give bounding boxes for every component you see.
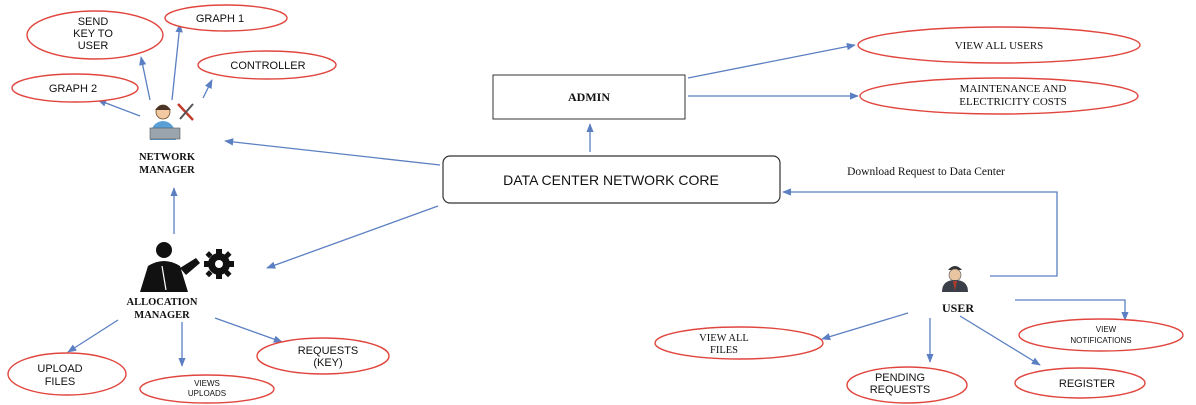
maintenance-label-line1: MAINTENANCE AND: [960, 83, 1067, 95]
view-notifications-line2: NOTIFICATIONS: [1070, 336, 1131, 345]
arrow-user-to-register: [959, 315, 1041, 366]
pending-line1: PENDING: [875, 372, 925, 384]
send-key-line1: SEND: [78, 16, 109, 28]
upload-files-node[interactable]: UPLOAD FILES: [7, 352, 127, 396]
view-notifications-line1: VIEW: [1096, 325, 1117, 334]
graph1-node[interactable]: GRAPH 1: [164, 4, 288, 32]
controller-node[interactable]: CONTROLLER: [197, 50, 337, 80]
send-key-node[interactable]: SEND KEY TO USER: [26, 10, 164, 60]
arrow-nm-to-graph2: [97, 99, 141, 117]
user-node[interactable]: USER: [942, 266, 974, 315]
requests-key-node[interactable]: REQUESTS (KEY): [256, 337, 390, 375]
user-label: USER: [942, 301, 974, 315]
view-all-files-node[interactable]: VIEW ALL FILES: [654, 326, 824, 360]
view-all-users-label: VIEW ALL USERS: [955, 40, 1044, 52]
graph2-label: GRAPH 2: [49, 83, 97, 95]
maintenance-costs-node[interactable]: MAINTENANCE AND ELECTRICITY COSTS: [859, 77, 1139, 115]
upload-files-line2: FILES: [45, 376, 76, 388]
arrow-am-to-upload: [67, 319, 119, 353]
arrow-core-to-network-manager: [224, 138, 441, 166]
core-label: DATA CENTER NETWORK CORE: [503, 172, 719, 188]
maintenance-label-line2: ELECTRICITY COSTS: [959, 96, 1066, 108]
requests-key-line1: REQUESTS: [298, 345, 359, 357]
allocation-manager-label-line1: ALLOCATION: [127, 297, 198, 308]
allocation-manager-label-line2: MANAGER: [134, 310, 190, 321]
view-all-users-node[interactable]: VIEW ALL USERS: [857, 26, 1141, 64]
view-all-files-line2: FILES: [710, 345, 738, 356]
views-uploads-node[interactable]: VIEWS UPLOADS: [139, 374, 275, 404]
graph1-label: GRAPH 1: [196, 13, 244, 25]
send-key-line3: USER: [78, 40, 109, 52]
network-engineer-icon: [146, 102, 196, 140]
user-person-icon: [942, 266, 968, 292]
arrow-admin-to-view-users: [687, 43, 856, 79]
register-label: REGISTER: [1059, 378, 1115, 390]
connectors: [67, 23, 1129, 367]
arrow-am-to-requests: [214, 317, 283, 343]
core-node[interactable]: DATA CENTER NETWORK CORE: [442, 155, 781, 204]
arrow-user-to-view-files: [821, 312, 909, 341]
arrow-nm-to-controller: [202, 79, 213, 99]
pending-line2: REQUESTS: [870, 384, 931, 396]
send-key-line2: KEY TO: [73, 28, 113, 40]
allocation-manager-node[interactable]: ALLOCATION MANAGER: [127, 242, 234, 321]
views-uploads-line1: VIEWS: [194, 379, 220, 388]
views-uploads-line2: UPLOADS: [188, 389, 226, 398]
view-all-files-line1: VIEW ALL: [699, 333, 749, 344]
admin-label: ADMIN: [568, 90, 610, 104]
businessman-gear-icon: [140, 242, 234, 292]
pending-requests-node[interactable]: PENDING REQUESTS: [846, 366, 968, 404]
register-node[interactable]: REGISTER: [1014, 367, 1146, 399]
download-request-label: Download Request to Data Center: [847, 166, 1005, 178]
view-notifications-node[interactable]: VIEW NOTIFICATIONS: [1018, 318, 1184, 352]
network-manager-label-line2: MANAGER: [139, 165, 195, 176]
arrow-nm-to-graph1: [171, 23, 183, 101]
requests-key-line2: (KEY): [313, 357, 342, 369]
upload-files-line1: UPLOAD: [37, 363, 82, 375]
network-manager-node[interactable]: NETWORK MANAGER: [139, 102, 196, 176]
network-manager-label-line1: NETWORK: [139, 152, 196, 163]
arrow-nm-to-send-key: [139, 56, 151, 101]
controller-label: CONTROLLER: [230, 60, 305, 72]
arrow-user-to-notifications: [1015, 299, 1129, 321]
arrow-core-to-allocation-manager: [266, 205, 439, 269]
admin-node[interactable]: ADMIN: [492, 74, 686, 120]
graph2-node[interactable]: GRAPH 2: [11, 73, 139, 103]
arrow-user-to-core: [782, 188, 1058, 277]
